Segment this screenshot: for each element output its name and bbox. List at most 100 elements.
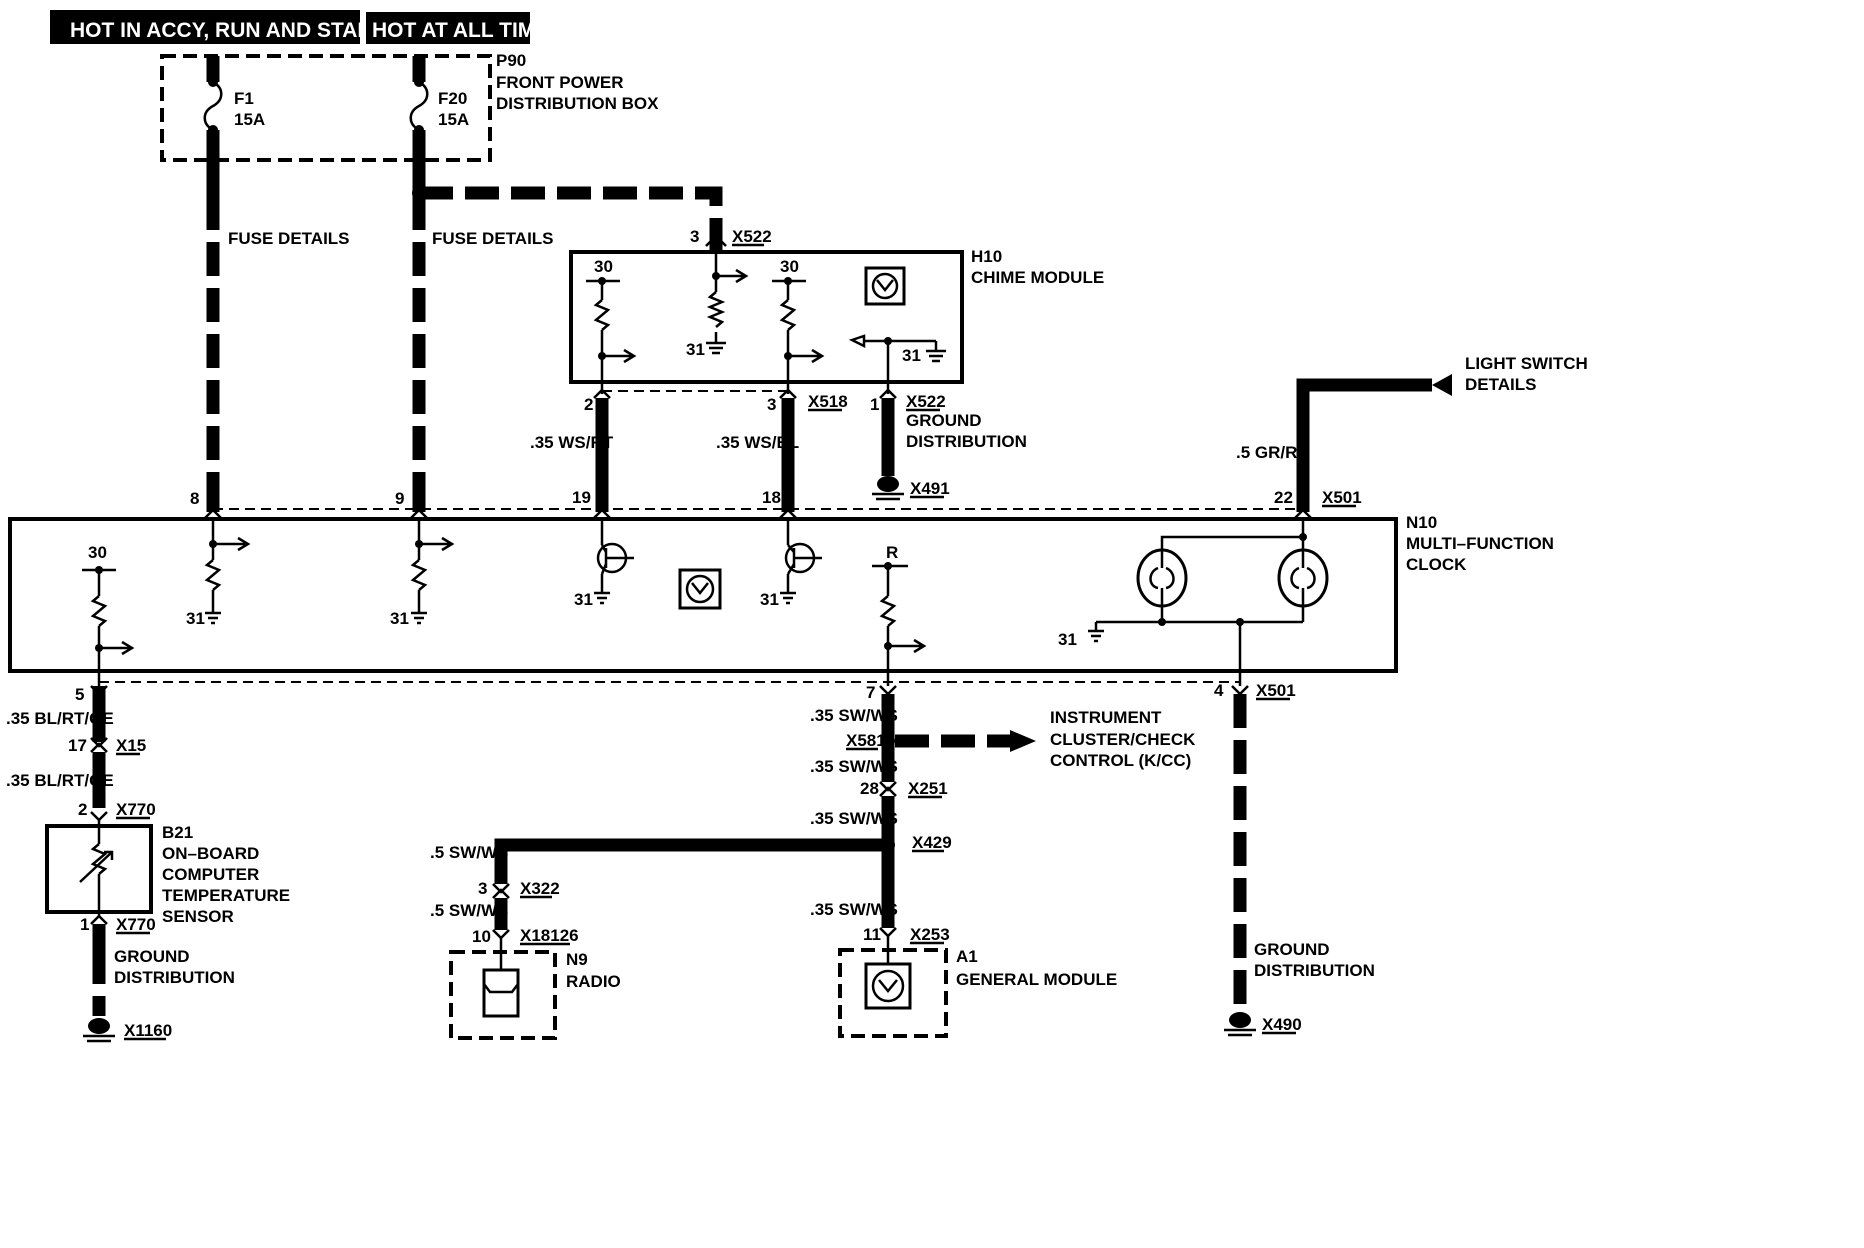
b21-line4: SENSOR <box>162 907 234 926</box>
conn-x429: X429 <box>912 833 952 852</box>
wire-sw-ws-label-4: .35 SW/WS <box>810 900 898 919</box>
wire-sw-ws-05-label-2: .5 SW/WS <box>430 901 508 920</box>
fuse-f1-id: F1 <box>234 89 254 108</box>
pin-clock-18: 18 <box>762 488 781 507</box>
a1-id: A1 <box>956 947 978 966</box>
term-chime-30a: 30 <box>594 257 613 276</box>
radio-icon <box>482 968 520 1018</box>
wire-f20-to-chime <box>419 186 723 232</box>
pin-x251-28: 28 <box>860 779 879 798</box>
term-clock-31b: 31 <box>390 609 409 628</box>
pin-clock-5: 5 <box>75 685 84 704</box>
term-clock-31e: 31 <box>1058 630 1077 649</box>
wire-sw-ws-label-2: .35 SW/WS <box>810 757 898 776</box>
term-clock-30: 30 <box>88 543 107 562</box>
pin-b21-1: 1 <box>80 915 89 934</box>
pin-clock-9: 9 <box>395 489 404 508</box>
h10-box <box>569 250 964 384</box>
wire-to-radio <box>494 838 888 884</box>
term-clock-31d: 31 <box>760 590 779 609</box>
n9-box <box>449 950 557 1040</box>
wire-gr-rt <box>1296 378 1432 512</box>
a1-box <box>838 948 948 1038</box>
bulb-right-icon <box>1277 548 1329 608</box>
wire-bl-rt-ge-label-2: .35 BL/RT/GE <box>6 771 114 790</box>
wire-sw-ws-05-label-1: .5 SW/WS <box>430 843 508 862</box>
b21-line3: TEMPERATURE <box>162 886 290 905</box>
thermistor-icon <box>79 820 114 918</box>
h10-name: CHIME MODULE <box>971 268 1104 287</box>
n10-box <box>8 517 1398 673</box>
n9-name: RADIO <box>566 972 621 991</box>
light-switch-2: DETAILS <box>1465 375 1536 394</box>
pin-x15-17: 17 <box>68 736 87 755</box>
a1-name: GENERAL MODULE <box>956 970 1117 989</box>
header-hot-at-all-times-label: HOT AT ALL TIMES <box>372 19 563 42</box>
conn-x251: X251 <box>908 779 948 798</box>
pin-chime-1: 1 <box>870 395 879 414</box>
pin-clock-19: 19 <box>572 488 591 507</box>
pin-chime-3: 3 <box>690 227 699 246</box>
wire-ws-rt-label: .35 WS/RT <box>530 433 614 452</box>
b21-line2: COMPUTER <box>162 865 259 884</box>
pin-b21-2: 2 <box>78 800 87 819</box>
conn-x490: X490 <box>1262 1015 1302 1034</box>
pin-chime-2: 2 <box>584 395 593 414</box>
chime-ground-2: DISTRIBUTION <box>906 432 1027 451</box>
bulb-left-icon <box>1136 548 1188 608</box>
chime-ground-1: GROUND <box>906 411 982 430</box>
n10-line2: CLOCK <box>1406 555 1467 574</box>
term-chime-31a: 31 <box>686 340 705 359</box>
kcc-line2: CLUSTER/CHECK <box>1050 730 1196 749</box>
b21-ground-1: GROUND <box>114 947 190 966</box>
wire-ws-bl-label: .35 WS/BL <box>716 433 799 452</box>
n9-id: N9 <box>566 950 588 969</box>
n10-line1: MULTI–FUNCTION <box>1406 534 1554 553</box>
light-switch-1: LIGHT SWITCH <box>1465 354 1588 373</box>
conn-x522-top: X522 <box>732 227 772 246</box>
conn-x501-bottom: X501 <box>1256 681 1296 700</box>
pin-clock-7: 7 <box>866 683 875 702</box>
b21-id: B21 <box>162 823 193 842</box>
term-clock-r: R <box>886 543 898 562</box>
fuse-f1-rating: 15A <box>234 110 265 129</box>
wire-sw-ws-label-3: .35 SW/WS <box>810 809 898 828</box>
fuse-f20-symbol <box>409 80 429 132</box>
conn-x581: X581 <box>846 731 886 750</box>
conn-x522-gnd: X522 <box>906 392 946 411</box>
clock-ground-1: GROUND <box>1254 940 1330 959</box>
pin-radio-10: 10 <box>472 927 491 946</box>
h10-id: H10 <box>971 247 1002 266</box>
fuse-f20-id: F20 <box>438 89 467 108</box>
kcc-line3: CONTROL (K/CC) <box>1050 751 1191 770</box>
pin-clock-4: 4 <box>1214 681 1224 700</box>
pin-clock-8: 8 <box>190 489 199 508</box>
wire-gr-rt-label: .5 GR/RT <box>1236 443 1308 462</box>
fuse-f1-symbol <box>203 80 223 132</box>
conn-x501-top: X501 <box>1322 488 1362 507</box>
term-clock-31c: 31 <box>574 590 593 609</box>
term-clock-31a: 31 <box>186 609 205 628</box>
pin-x322-3: 3 <box>478 879 487 898</box>
clock-ground-2: DISTRIBUTION <box>1254 961 1375 980</box>
pin-a1-11: 11 <box>863 925 881 944</box>
conn-x18126: X18126 <box>520 926 579 945</box>
p90-box <box>160 54 492 162</box>
conn-x770-top: X770 <box>116 800 156 819</box>
header-accy-run-start: HOT IN ACCY, RUN AND START <box>50 10 386 44</box>
n10-id: N10 <box>1406 513 1437 532</box>
conn-x15: X15 <box>116 736 146 755</box>
p90-line1: FRONT POWER <box>496 73 624 92</box>
b21-ground-2: DISTRIBUTION <box>114 968 235 987</box>
conn-x253: X253 <box>910 925 950 944</box>
clock-speaker-icon <box>678 568 722 610</box>
conn-x770-bottom: X770 <box>116 915 156 934</box>
header-hot-at-all-times: HOT AT ALL TIMES <box>366 12 563 44</box>
a1-speaker-icon <box>864 962 912 1010</box>
conn-x322: X322 <box>520 879 560 898</box>
p90-line2: DISTRIBUTION BOX <box>496 94 659 113</box>
b21-line1: ON–BOARD <box>162 844 259 863</box>
kcc-line1: INSTRUMENT <box>1050 708 1162 727</box>
term-chime-31b: 31 <box>902 346 921 365</box>
